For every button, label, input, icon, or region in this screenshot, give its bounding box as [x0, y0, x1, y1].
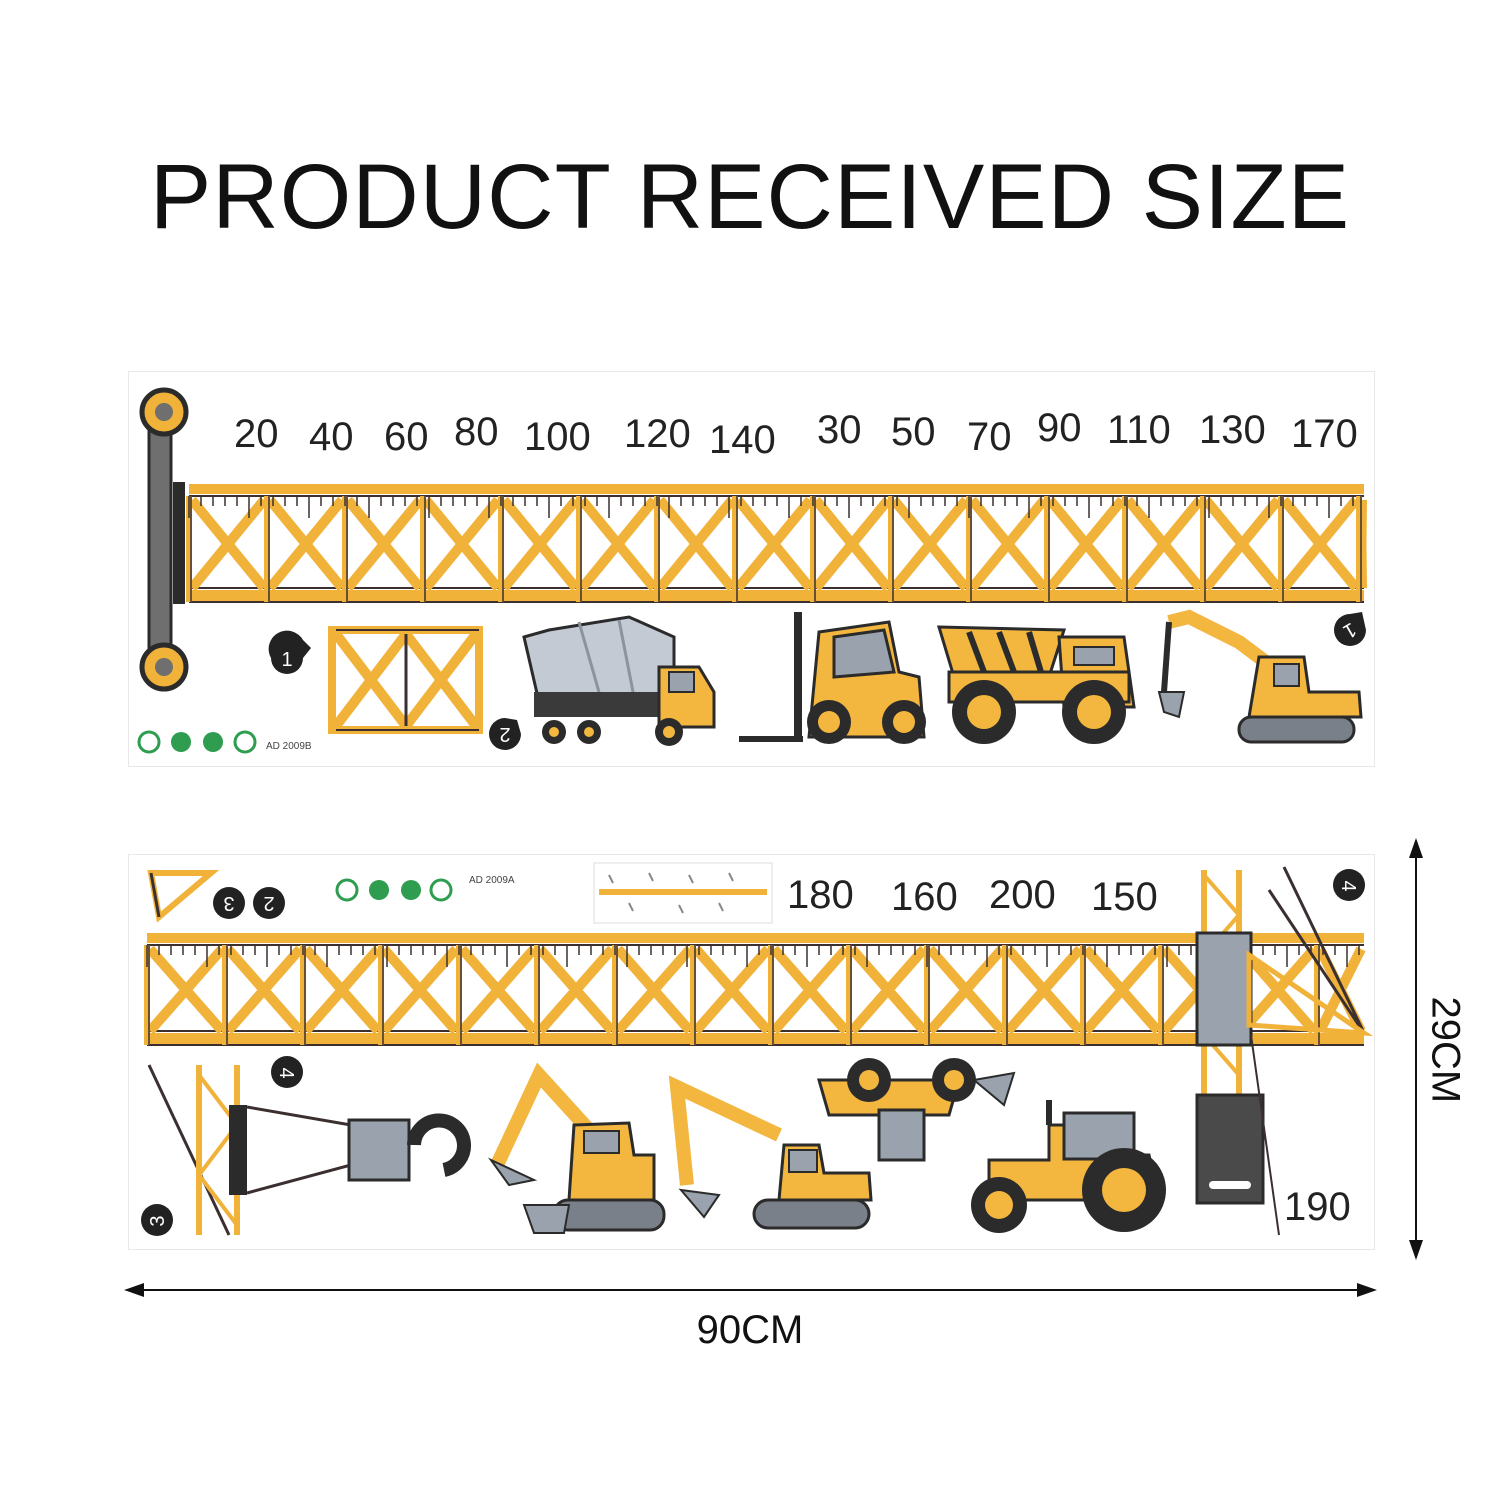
scale-number: 30	[817, 408, 862, 452]
cert-leaf-icon	[203, 732, 223, 752]
badge-label: 4	[1337, 880, 1359, 891]
badge-label: 3	[223, 892, 234, 914]
cert-ce-icon	[137, 730, 161, 754]
cert-ce-icon	[335, 878, 359, 902]
excavator-side-icon	[668, 1075, 873, 1230]
excavator-icon	[1157, 609, 1363, 744]
scale-number: 110	[1107, 408, 1171, 452]
badge-label: 4	[275, 1067, 297, 1078]
forklift-icon	[739, 612, 926, 744]
width-dimension-label: 90CM	[696, 1308, 804, 1352]
scale-number: 40	[309, 415, 354, 459]
sheet1-code: AD 2009B	[266, 741, 312, 752]
crane-truss-icon	[186, 484, 1367, 603]
badge-label: 2	[263, 892, 274, 914]
scale-number-190: 190	[1284, 1185, 1351, 1229]
scale-number: 80	[454, 410, 499, 454]
scale-number: 140	[709, 418, 776, 462]
sticker-sheet-2: 3 2 AD 2009A	[128, 854, 1375, 1250]
crane-post-icon	[139, 387, 189, 692]
scale-number: 50	[891, 410, 936, 454]
badge-2-icon: 2	[489, 718, 521, 750]
badge-2-icon: 2	[253, 887, 285, 919]
cert-recycle-icon	[233, 730, 257, 754]
height-dimension-label: 29CM	[1423, 996, 1468, 1104]
page-title: PRODUCT RECEIVED SIZE	[149, 146, 1351, 248]
badge-4-icon: 4	[1333, 869, 1365, 901]
height-arrow-icon	[1409, 838, 1423, 1260]
scale-number: 170	[1291, 412, 1358, 456]
sheet2-code: AD 2009A	[469, 875, 515, 886]
badge-3-icon: 3	[213, 887, 245, 919]
badge-1-right-icon: 1	[1334, 612, 1366, 646]
scale-number: 160	[891, 875, 958, 919]
scale-number: 130	[1199, 408, 1266, 452]
scale-number: 180	[787, 873, 854, 917]
scale-number: 70	[967, 415, 1012, 459]
excavator-front-icon	[487, 1062, 666, 1234]
width-arrow-icon	[124, 1283, 1377, 1297]
badge-4-lower-icon: 4	[271, 1056, 303, 1088]
badge-label: 1	[281, 649, 292, 671]
scale-number: 90	[1037, 406, 1082, 450]
scale-number: 20	[234, 412, 279, 456]
badge-3-lower-icon: 3	[141, 1204, 173, 1236]
sheet1-artwork: 1 2 1	[137, 387, 1367, 754]
badge-label: 3	[147, 1215, 169, 1226]
cert-leaf-icon	[401, 880, 421, 900]
corner-truss-icon	[147, 870, 220, 923]
mini-preview-icon	[593, 862, 773, 924]
sheet2-artwork: 3 2 AD 2009A	[141, 862, 1374, 1236]
cert-pbd-icon	[369, 880, 389, 900]
sticker-sheet-1: 1 2 1	[128, 371, 1375, 767]
badge-label: 2	[499, 723, 510, 745]
scale-number: 150	[1091, 875, 1158, 919]
loader-icon	[817, 1058, 1016, 1162]
crane-base-icon	[147, 1064, 471, 1236]
cert-pbd-icon	[171, 732, 191, 752]
badge-1-icon: 1	[268, 630, 311, 674]
cement-mixer-icon	[522, 615, 716, 746]
crane-tower-icon	[1195, 866, 1374, 1236]
scale-number: 120	[624, 412, 691, 456]
scale-number: 100	[524, 415, 591, 459]
certification-icons	[335, 878, 453, 902]
scale-number: 200	[989, 873, 1056, 917]
scale-number: 60	[384, 415, 429, 459]
truss-piece-icon	[328, 626, 483, 734]
tractor-icon	[971, 1100, 1166, 1233]
dump-truck-icon	[936, 625, 1136, 744]
certification-icons	[137, 730, 257, 754]
cert-recycle-icon	[429, 878, 453, 902]
